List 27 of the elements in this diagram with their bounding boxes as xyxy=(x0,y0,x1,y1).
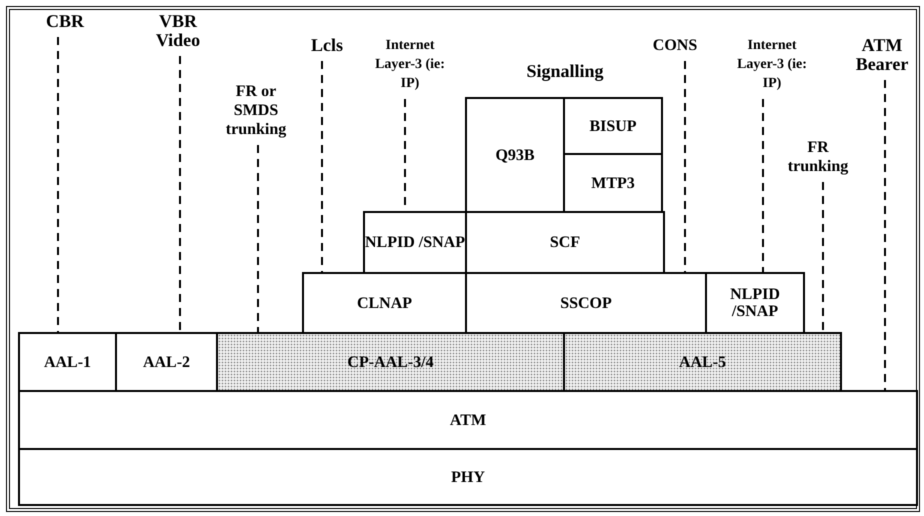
service-label: Internet Layer-3 (ie: IP) xyxy=(732,36,812,93)
protocol-layer-box: BISUP xyxy=(563,97,663,155)
service-label: Internet Layer-3 (ie: IP) xyxy=(370,36,450,93)
service-label: VBR Video xyxy=(156,12,200,50)
leader-line xyxy=(257,145,259,332)
shaded-layer-box: CP-AAL-3/4 xyxy=(216,332,565,392)
protocol-layer-box: NLPID /SNAP xyxy=(363,211,467,274)
shaded-layer-box: AAL-5 xyxy=(563,332,842,392)
protocol-layer-box: Q93B xyxy=(465,97,565,213)
leader-line xyxy=(57,37,59,332)
service-label: CBR xyxy=(46,12,84,31)
service-label: FR trunking xyxy=(788,138,848,176)
protocol-layer-box: NLPID /SNAP xyxy=(705,272,805,334)
leader-line xyxy=(684,61,686,272)
service-label: Lcls xyxy=(311,36,343,55)
leader-line xyxy=(822,182,824,332)
service-label: FR or SMDS trunking xyxy=(226,82,286,139)
protocol-layer-box: ATM xyxy=(18,390,918,450)
service-label: ATM Bearer xyxy=(856,36,908,74)
leader-line xyxy=(884,80,886,390)
protocol-layer-box: AAL-1 xyxy=(18,332,117,392)
protocol-layer-box: PHY xyxy=(18,448,918,506)
leader-line xyxy=(179,56,181,332)
group-heading: Signalling xyxy=(526,62,604,81)
service-label: CONS xyxy=(652,36,698,55)
leader-line xyxy=(321,61,323,272)
leader-line xyxy=(762,99,764,272)
